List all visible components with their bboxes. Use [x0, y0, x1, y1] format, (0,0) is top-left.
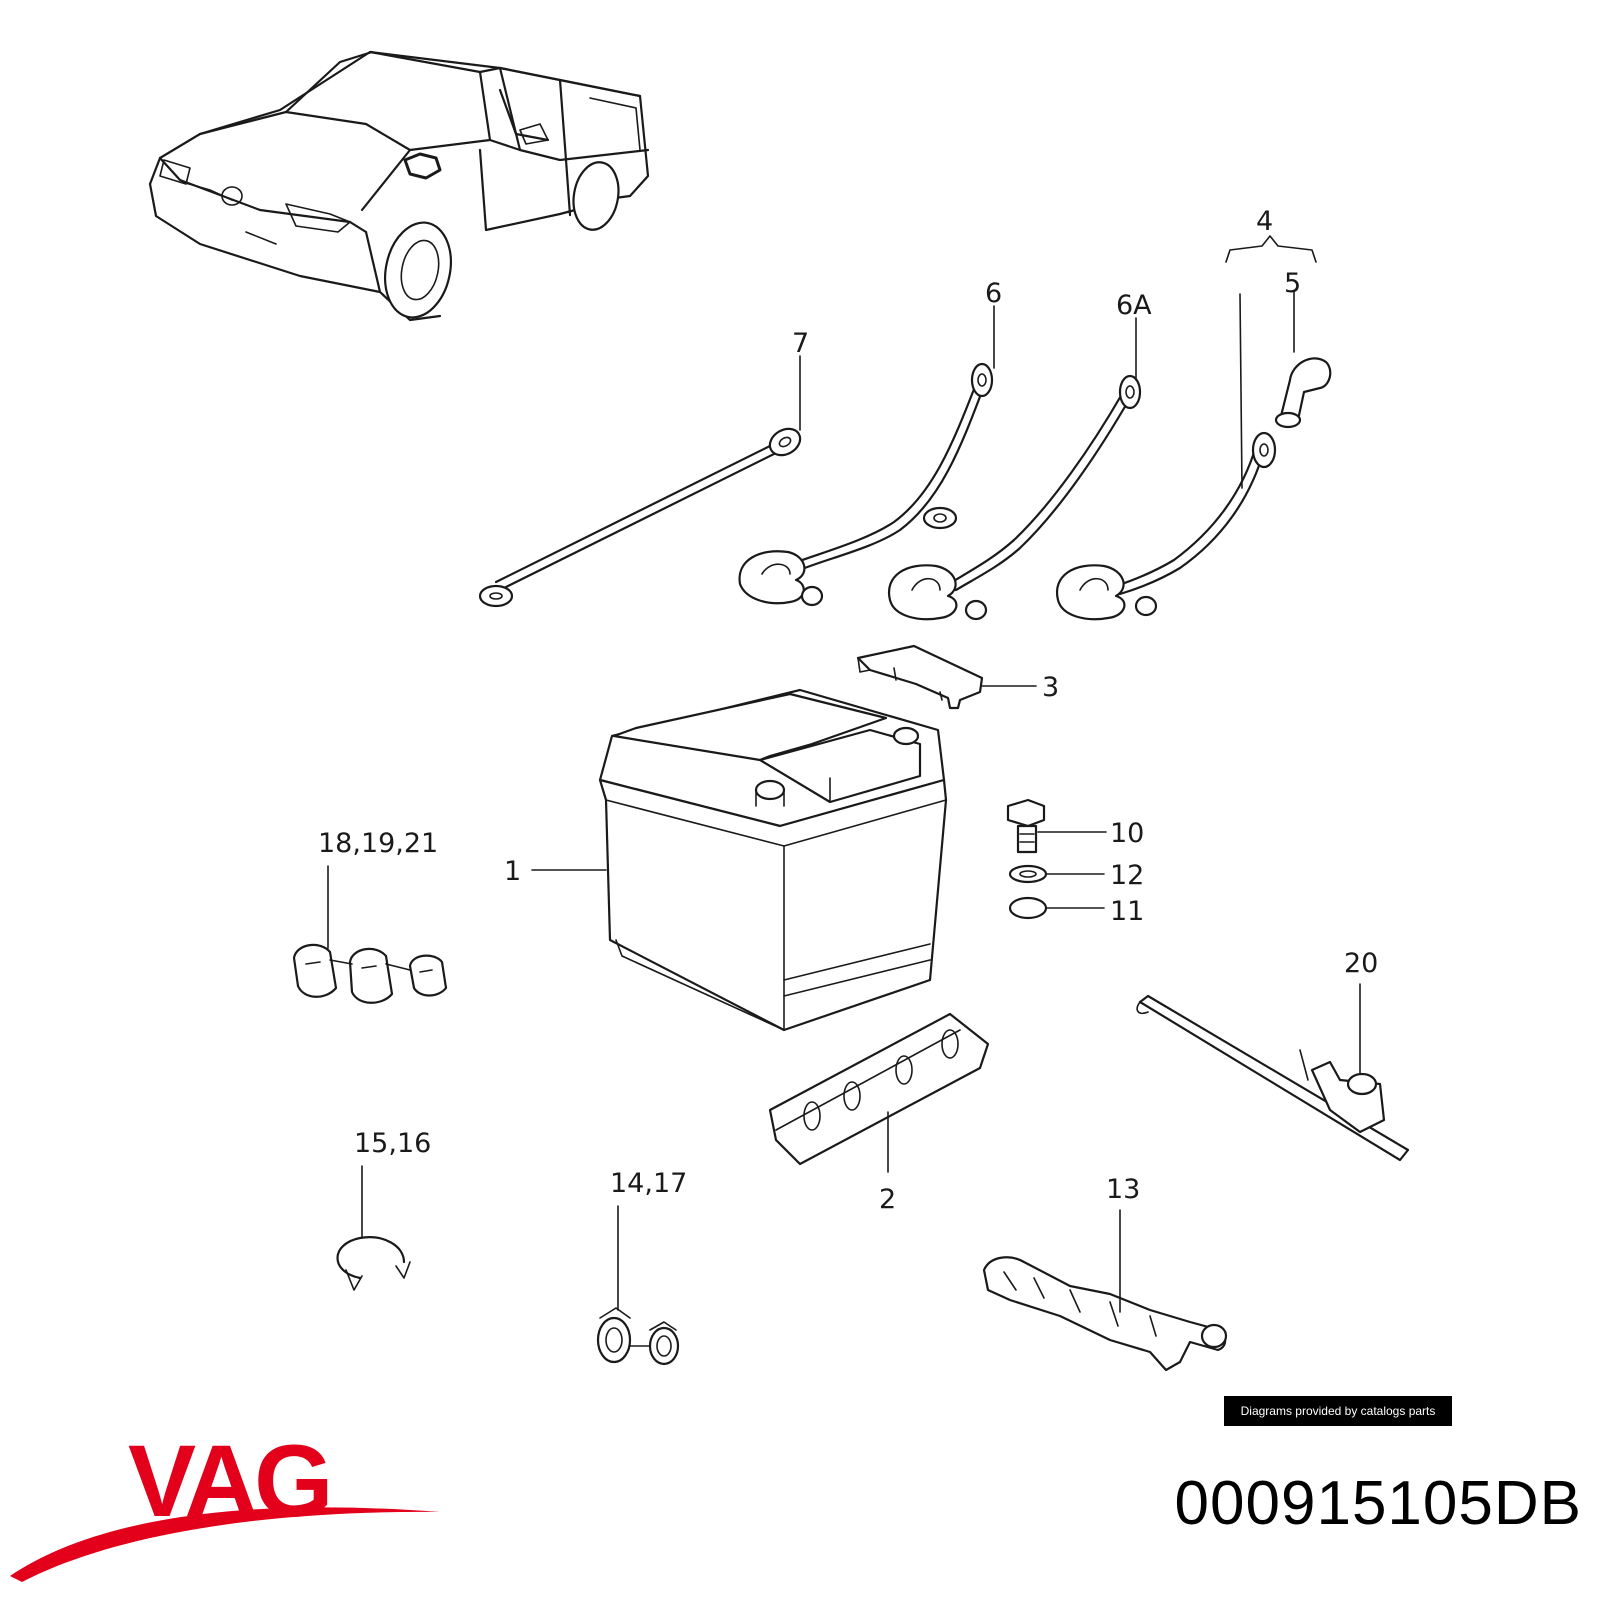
callout-13: 13: [1106, 1174, 1140, 1205]
vehicle-illustration: [148, 50, 650, 322]
battery-cable-6a: [887, 374, 1142, 621]
terminal-cover-3: [856, 644, 984, 710]
callout-3: 3: [1042, 672, 1059, 703]
battery-cable-7: [478, 427, 802, 608]
battery-cable-4: [1055, 357, 1332, 621]
callout-14-17: 14,17: [610, 1168, 687, 1199]
callout-11: 11: [1110, 896, 1144, 927]
vag-logo: VAG: [10, 1440, 440, 1582]
callout-6a: 6A: [1116, 290, 1152, 321]
callout-5: 5: [1284, 268, 1301, 299]
callout-4: 4: [1256, 206, 1273, 237]
callout-7: 7: [792, 328, 809, 359]
battery-1: [598, 688, 948, 1032]
bracket-13: [982, 1256, 1228, 1372]
logo-wordmark: VAG: [128, 1440, 329, 1538]
part-number: 000915105DB: [1174, 1469, 1582, 1538]
callout-20: 20: [1344, 948, 1378, 979]
clips-18-19-21: [292, 943, 448, 1004]
callout-labels: 1 2 3 4 5 6 6A 7 10 11 12 13 14,17 15,16…: [318, 206, 1378, 1215]
washer-11: [1008, 896, 1048, 920]
callout-6: 6: [985, 278, 1002, 309]
callout-1: 1: [504, 856, 521, 887]
spring-washer-12: [1008, 864, 1048, 884]
clip-15-16: [336, 1236, 411, 1291]
diagram-credit-badge: Diagrams provided by catalogs parts: [1224, 1396, 1452, 1426]
callout-12: 12: [1110, 860, 1144, 891]
hold-down-bracket-2: [768, 1012, 990, 1166]
leader-lines: [327, 235, 1361, 1313]
bolt-10: [1006, 798, 1046, 854]
callout-10: 10: [1110, 818, 1144, 849]
callout-18-19-21: 18,19,21: [318, 828, 438, 859]
battery-cable-6: [738, 362, 994, 607]
clamps-14-17: [596, 1307, 680, 1366]
callout-15-16: 15,16: [354, 1128, 431, 1159]
strap-20: [1136, 994, 1410, 1162]
logo-swoosh: [10, 1507, 440, 1582]
callout-2: 2: [879, 1184, 896, 1215]
